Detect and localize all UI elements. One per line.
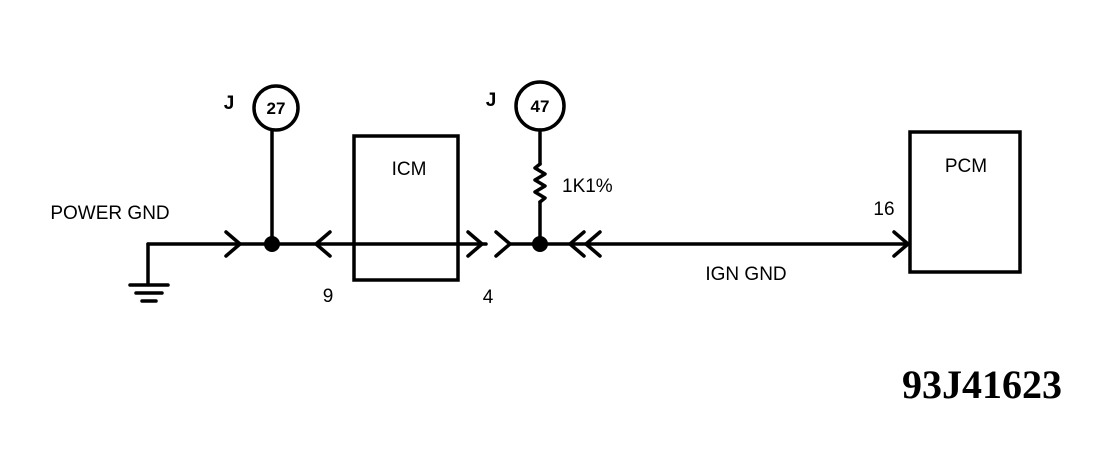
power-gnd-wire (146, 230, 274, 258)
junction-j47-number: 47 (531, 97, 550, 116)
junction-j47-prefix: J (486, 90, 497, 111)
junction-j27-circle (252, 84, 300, 132)
pcm-box (908, 130, 1022, 274)
icm-label: ICM (392, 159, 427, 180)
junction-j27-prefix: J (224, 93, 235, 114)
pin-4-label: 4 (483, 287, 494, 308)
icm-module: ICM (352, 134, 460, 282)
ign-gnd-wire (538, 230, 910, 258)
icm-box (352, 134, 460, 282)
ground-symbol (128, 242, 170, 303)
ign-gnd-label: IGN GND (705, 264, 786, 285)
pcm-label: PCM (945, 156, 987, 177)
junction-j27: 27 J (224, 84, 300, 252)
resistor-symbol (533, 162, 547, 204)
junction-j27-number: 27 (267, 99, 286, 118)
pin-16-label: 16 (873, 199, 894, 220)
figure-id: 93J41623 (902, 362, 1062, 407)
pin-9-label: 9 (323, 286, 334, 307)
resistor-value-label: 1K1% (562, 176, 613, 197)
power-gnd-label: POWER GND (50, 203, 169, 224)
pcm-module: PCM (908, 130, 1022, 274)
junction-j47: 47 J (486, 80, 566, 252)
j47-left-arrow (494, 230, 512, 258)
icm-ground-wire (270, 230, 488, 258)
